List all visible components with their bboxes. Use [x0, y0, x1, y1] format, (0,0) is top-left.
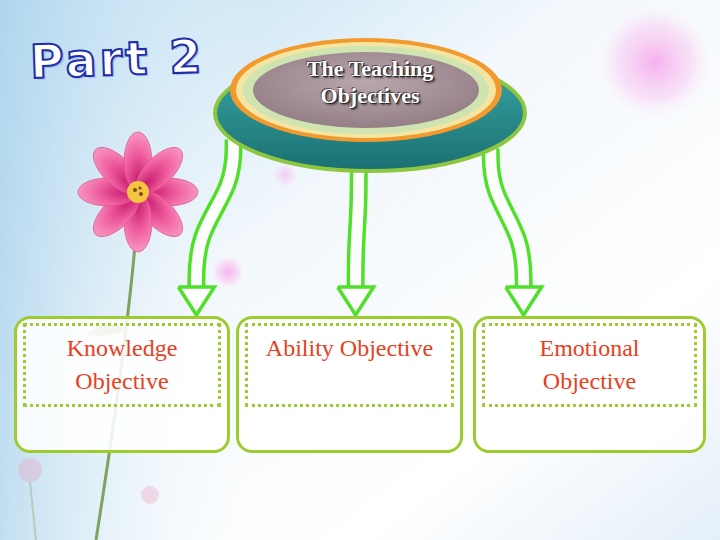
part-label: Part 2 — [29, 29, 205, 89]
title-text: The Teaching Objectives — [275, 55, 465, 109]
arrow-head — [338, 287, 374, 315]
dotted-frame: Emotional Objective — [482, 323, 697, 407]
title-oval: The Teaching Objectives — [212, 35, 528, 175]
arrow-shaft — [196, 140, 233, 289]
dotted-frame: Ability Objective — [245, 323, 454, 407]
oval-ring — [230, 38, 502, 142]
curved-arrow — [491, 148, 542, 315]
objective-box: Ability Objective — [236, 316, 463, 453]
arrow-shaft-fill — [356, 170, 359, 289]
dotted-frame: Knowledge Objective — [23, 323, 221, 407]
arrow-head — [178, 287, 214, 315]
oval-ring — [236, 42, 496, 138]
objective-box: Knowledge Objective — [14, 316, 230, 453]
curved-arrow — [178, 140, 233, 315]
arrow-head — [506, 287, 542, 315]
objective-box: Emotional Objective — [473, 316, 706, 453]
objective-text: Knowledge Objective — [34, 332, 210, 398]
oval-ring — [243, 46, 489, 134]
oval-ring — [253, 52, 479, 128]
arrow-shaft-fill — [196, 140, 233, 289]
objective-text: Ability Objective — [256, 332, 443, 365]
arrow-shaft — [491, 148, 524, 289]
arrow-shaft — [356, 170, 359, 289]
arrow-shaft-fill — [491, 148, 524, 289]
objective-text: Emotional Objective — [493, 332, 686, 398]
curved-arrow — [338, 170, 374, 315]
